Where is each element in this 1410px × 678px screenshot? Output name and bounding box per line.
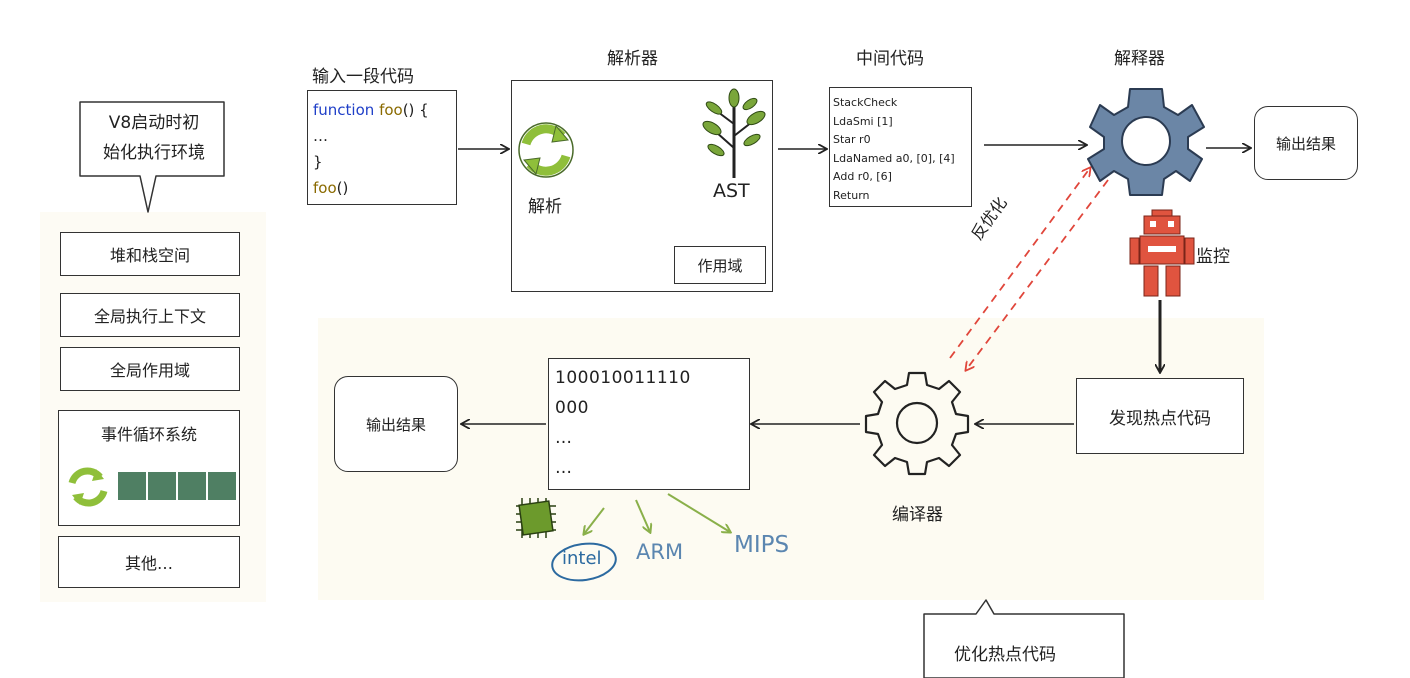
intel-label: intel — [562, 548, 602, 569]
bytecode-box: StackCheck LdaSmi [1] Star r0 LdaNamed a… — [829, 87, 972, 207]
interpreter-output-label: 输出结果 — [1275, 134, 1336, 153]
task-queue-block-1 — [118, 472, 146, 500]
compiled-output-box: 输出结果 — [334, 376, 458, 472]
optimize-speech-bubble — [923, 599, 1125, 678]
task-queue-block-4 — [208, 472, 236, 500]
bytecode-line-4: LdaNamed a0, [0], [4] — [833, 151, 955, 165]
startup-bubble-line2: 始化执行环境 — [103, 143, 205, 163]
bytecode-line-1: StackCheck — [833, 96, 898, 109]
interpreter-output-box: 输出结果 — [1254, 106, 1358, 180]
global-context-label: 全局执行上下文 — [93, 307, 206, 326]
parser-title: 解析器 — [607, 49, 658, 69]
event-loop-graphic — [68, 467, 236, 507]
code-line1-rest: () { — [402, 101, 429, 119]
startup-bubble-line1: V8启动时初 — [108, 113, 200, 133]
ast-tree-icon — [702, 88, 766, 178]
monitor-robot-icon — [1129, 209, 1195, 297]
task-queue-block-2 — [148, 472, 176, 500]
startup-bubble-text: V8启动时初 始化执行环境 — [80, 108, 228, 168]
monitor-label: 监控 — [1196, 247, 1230, 267]
global-scope-box: 全局作用域 — [60, 347, 240, 391]
input-code-title: 输入一段代码 — [312, 67, 414, 87]
code-function-name: foo — [379, 101, 403, 119]
interpreter-gear-icon — [1087, 88, 1205, 196]
arm-label: ARM — [636, 540, 684, 564]
input-code-box: function foo() { … } foo() — [307, 90, 457, 205]
machine-code-box: 100010011110 000 … … — [548, 358, 750, 490]
task-queue-block-3 — [178, 472, 206, 500]
compiler-pipeline-panel — [318, 318, 1264, 600]
compiler-gear-icon — [864, 371, 970, 476]
compiled-output-label: 输出结果 — [365, 415, 426, 434]
machine-code-line-2: 000 — [555, 398, 589, 418]
code-line3: } — [313, 153, 323, 171]
event-loop-cycle-icon — [68, 467, 108, 507]
others-box: 其他… — [58, 536, 240, 588]
hot-code-label: 发现热点代码 — [1109, 408, 1211, 429]
mips-label: MIPS — [734, 532, 790, 558]
arrow-to-mips — [667, 493, 730, 532]
arrow-to-arm — [635, 499, 650, 532]
heap-stack-space-label: 堆和栈空间 — [109, 246, 190, 265]
machine-code-line-3: … — [555, 428, 573, 448]
global-scope-label: 全局作用域 — [109, 361, 190, 380]
parse-label: 解析 — [528, 197, 562, 217]
bytecode-title: 中间代码 — [856, 49, 924, 69]
optimize-bubble-text: 优化热点代码 — [954, 645, 1056, 665]
global-context-box: 全局执行上下文 — [60, 293, 240, 337]
bytecode-line-5: Add r0, [6] — [833, 170, 892, 183]
scope-box: 作用域 — [674, 246, 766, 284]
bytecode-line-2: LdaSmi [1] — [833, 114, 893, 128]
machine-code-line-4: … — [555, 458, 573, 478]
intel-logo — [551, 542, 617, 582]
code-function-keyword: function — [313, 101, 375, 119]
arrow-deopt-up — [949, 168, 1090, 359]
bytecode-line-6: Return — [833, 188, 870, 202]
cpu-chip-icon — [516, 498, 556, 538]
event-loop-label: 事件循环系统 — [100, 425, 197, 444]
code-line2: … — [313, 127, 328, 145]
compiler-title: 编译器 — [892, 505, 943, 525]
parse-cycle-icon — [518, 122, 574, 178]
code-call-rest: () — [336, 179, 349, 197]
arrow-deopt-down — [966, 179, 1109, 370]
code-call-name: foo — [313, 179, 337, 197]
arrow-to-intel — [584, 507, 605, 534]
bytecode-line-3: Star r0 — [833, 133, 871, 146]
hot-code-box: 发现热点代码 — [1076, 378, 1244, 454]
heap-stack-space-box: 堆和栈空间 — [60, 232, 240, 276]
ast-label: AST — [713, 180, 750, 202]
startup-speech-bubble — [79, 101, 225, 213]
scope-label: 作用域 — [697, 256, 743, 275]
others-label: 其他… — [124, 554, 173, 573]
machine-code-line-1: 100010011110 — [555, 368, 691, 388]
interpreter-title: 解释器 — [1114, 49, 1165, 69]
